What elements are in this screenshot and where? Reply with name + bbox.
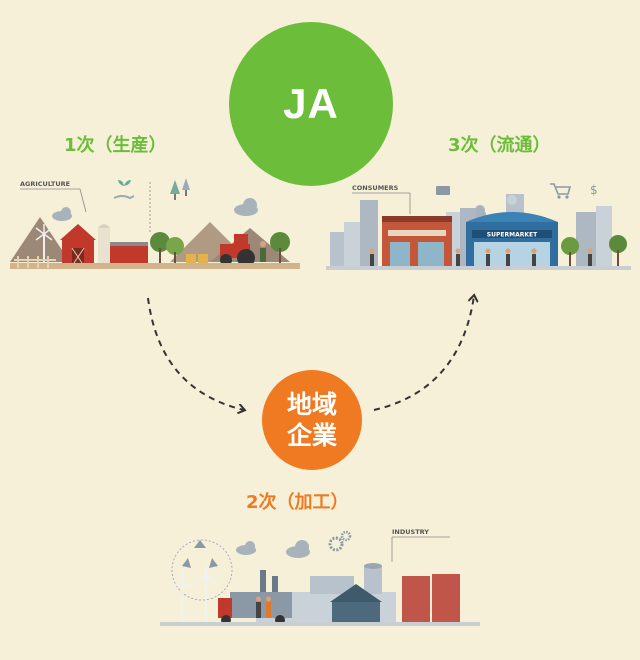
cloud-icon (52, 198, 258, 221)
local-company-line2: 企業 (286, 421, 337, 450)
primary-stage-label: 1次（生産） (64, 135, 167, 156)
credit-card-icon (436, 186, 450, 195)
consumers-tag: CONSUMERS (352, 184, 399, 192)
people (369, 248, 593, 266)
industry-scene: INDUSTRY (160, 528, 480, 626)
arrow-secondary-to-tertiary (373, 296, 474, 411)
tertiary-stage-label: 3次（流通） (448, 135, 551, 156)
windmill-icon (35, 224, 53, 262)
consumers-scene: CONSUMERS $ SUPERMARKET (326, 183, 631, 270)
industry-tag: INDUSTRY (392, 528, 429, 536)
tractor-icon (220, 234, 255, 267)
tree-icons (170, 178, 190, 200)
local-company-circle: 地域 企業 (262, 370, 362, 470)
local-company-line1: 地域 (286, 390, 337, 419)
trees (150, 232, 290, 266)
ja-label: JA (283, 80, 339, 127)
agriculture-tag: AGRICULTURE (20, 180, 70, 188)
ja-circle: JA (229, 22, 393, 186)
wind-turbine-icon (171, 564, 217, 622)
dollar-icon: $ (590, 183, 598, 197)
supermarket-sign: SUPERMARKET (487, 232, 538, 239)
hand-plant-icon (113, 180, 135, 200)
agriculture-scene: AGRICULTURE (10, 178, 300, 269)
arrow-primary-to-secondary (147, 297, 244, 410)
cart-icon (550, 183, 572, 199)
secondary-stage-label: 2次（加工） (246, 492, 349, 513)
recycle-icon (182, 540, 218, 568)
gear-icon (328, 530, 352, 552)
